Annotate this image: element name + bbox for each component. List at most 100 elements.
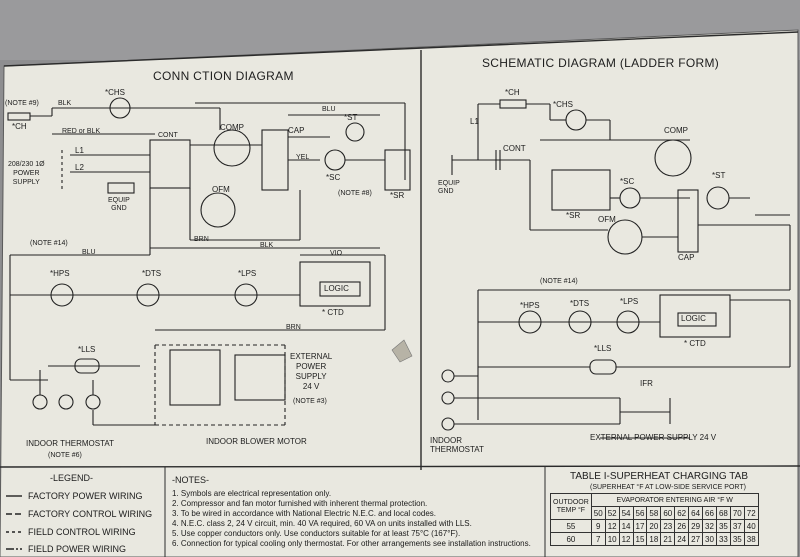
table-row: 55 9 12 14 17 20 23 26 29 32 35 37 40	[550, 519, 759, 533]
conn-ctd: * CTD	[322, 308, 344, 317]
note-item: 5. Use copper conductors only. Use condu…	[172, 529, 461, 538]
conn-ch-label: *CH	[12, 122, 27, 131]
sch-note14: (NOTE #14)	[540, 278, 578, 285]
superheat-table-title: TABLE I-SUPERHEAT CHARGING TAB	[570, 471, 748, 482]
sch-dts: *DTS	[570, 299, 590, 308]
table-cell: 20	[646, 519, 662, 533]
col-header: 52	[604, 506, 620, 520]
conn-note3: (NOTE #3)	[293, 398, 327, 405]
col-header: 62	[674, 506, 690, 520]
conn-logic: LOGIC	[324, 284, 349, 293]
col-header: 50	[590, 506, 606, 520]
sch-sr: *SR	[566, 211, 581, 220]
table-cell: 32	[702, 519, 717, 533]
sch-external-power: EXTERNAL POWER SUPPLY 24 V	[590, 433, 717, 442]
table-cell: 17	[632, 519, 648, 533]
col-header: 54	[618, 506, 634, 520]
sch-ofm: OFM	[598, 215, 616, 224]
wire-label: BRN	[194, 236, 209, 243]
legend-field-control: FIELD CONTROL WIRING	[28, 527, 136, 537]
conn-lls: *LLS	[78, 345, 96, 354]
note-item: 2. Compressor and fan motor furnished wi…	[172, 499, 428, 508]
sch-lls: *LLS	[594, 344, 612, 353]
conn-power-supply-text: 208/230 1Ø POWER SUPPLY	[8, 161, 45, 186]
conn-ofm: OFM	[212, 185, 230, 194]
sch-equip-gnd: EQUIP GND	[438, 180, 460, 195]
wire-label: BLU	[322, 106, 336, 113]
col-header: 68	[715, 506, 731, 520]
sch-l1: L1	[470, 117, 479, 126]
schematic-diagram-title: SCHEMATIC DIAGRAM (LADDER FORM)	[482, 56, 720, 70]
conn-dts: *DTS	[142, 269, 162, 278]
wire-label: VIO	[330, 250, 343, 257]
sch-st: *ST	[712, 171, 726, 180]
conn-sc: *SC	[326, 173, 341, 182]
sch-logic: LOGIC	[681, 314, 706, 323]
evap-header: EVAPORATOR ENTERING AIR °F W	[590, 493, 759, 507]
table-cell: 27	[688, 532, 704, 546]
legend-title: -LEGEND-	[50, 473, 94, 483]
table-cell: 15	[632, 532, 648, 546]
table-cell: 18	[646, 532, 662, 546]
table-cell: 35	[729, 532, 745, 546]
sch-ctd: * CTD	[684, 339, 706, 348]
table-cell: 23	[660, 519, 676, 533]
col-header: 58	[646, 506, 662, 520]
wire-label: BLK	[260, 242, 274, 249]
col-header: 66	[702, 506, 717, 520]
sch-ch: *CH	[505, 88, 520, 97]
table-cell: 12	[618, 532, 634, 546]
table-cell: 10	[604, 532, 620, 546]
row-temp: 55	[550, 519, 592, 533]
table-cell: 33	[715, 532, 731, 546]
table-cell: 21	[660, 532, 676, 546]
outdoor-temp-header-text: OUTDOOR TEMP °F	[553, 498, 589, 514]
table-cell: 14	[618, 519, 634, 533]
superheat-table: OUTDOOR TEMP °F EVAPORATOR ENTERING AIR …	[550, 493, 759, 546]
table-cell: 37	[729, 519, 745, 533]
sch-ifr: IFR	[640, 379, 653, 388]
table-cell: 12	[604, 519, 620, 533]
col-header: 60	[660, 506, 676, 520]
table-cell: 24	[674, 532, 690, 546]
row-temp: 60	[550, 532, 592, 546]
table-cell: 26	[674, 519, 690, 533]
wire-label: YEL	[296, 154, 310, 161]
conn-equip-gnd: EQUIP GND	[108, 197, 130, 212]
sch-cont: CONT	[503, 144, 526, 153]
conn-external-power: EXTERNAL POWER SUPPLY 24 V	[290, 352, 333, 391]
conn-note14: (NOTE #14)	[30, 240, 68, 247]
col-header: 70	[729, 506, 745, 520]
sch-indoor-thermostat: INDOOR THERMOSTAT	[430, 436, 484, 454]
legend-factory-control: FACTORY CONTROL WIRING	[28, 509, 153, 519]
table-header-row: 50 52 54 56 58 60 62 64 66 68 70 72	[551, 506, 759, 520]
conn-chs-label: *CHS	[105, 88, 126, 97]
table-cell: 40	[743, 519, 759, 533]
conn-cap: CAP	[288, 126, 305, 135]
conn-note6: (NOTE #6)	[48, 452, 82, 459]
table-cell: 29	[688, 519, 704, 533]
col-header: 72	[743, 506, 759, 520]
note-item: 1. Symbols are electrical representation…	[172, 489, 332, 498]
note-item: 3. To be wired in accordance with Nation…	[172, 509, 436, 518]
conn-indoor-blower: INDOOR BLOWER MOTOR	[206, 437, 307, 446]
conn-note8: (NOTE #8)	[338, 190, 372, 197]
connection-diagram-title: CONN CTION DIAGRAM	[153, 69, 294, 83]
sch-comp: COMP	[664, 126, 688, 135]
conn-cont: CONT	[158, 132, 178, 139]
outdoor-temp-header: OUTDOOR TEMP °F	[550, 493, 592, 520]
table-row: 60 7 10 12 15 18 21 24 27 30 33 35 38	[550, 532, 759, 546]
conn-hps: *HPS	[50, 269, 70, 278]
conn-l2: L2	[75, 163, 84, 172]
legend-factory-power: FACTORY POWER WIRING	[28, 491, 143, 501]
sch-sc: *SC	[620, 177, 635, 186]
table-cell: 7	[590, 532, 606, 546]
wire-label: BLU	[82, 249, 96, 256]
conn-comp: COMP	[220, 123, 244, 132]
sch-cap: CAP	[678, 253, 695, 262]
note-item: 4. N.E.C. class 2, 24 V circuit, min. 40…	[172, 519, 472, 528]
col-header: 64	[688, 506, 704, 520]
table-cell: 30	[702, 532, 717, 546]
sch-hps: *HPS	[520, 301, 540, 310]
